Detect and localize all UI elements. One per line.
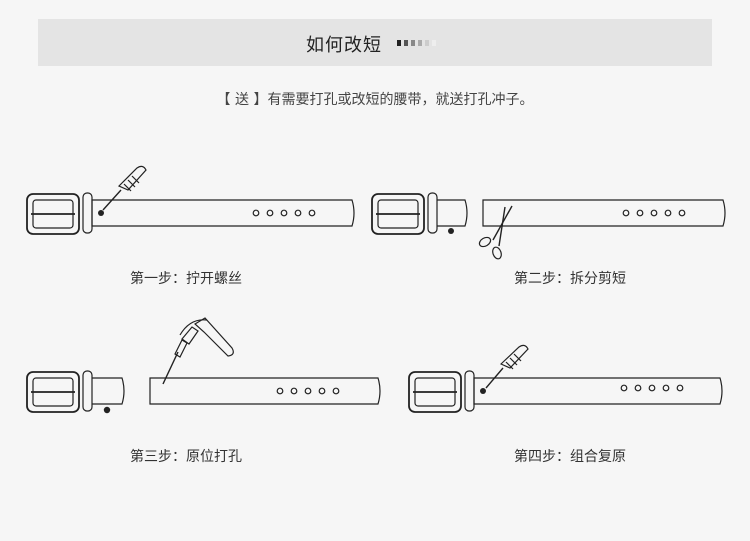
belt-strap [149,377,381,405]
belt-screw [103,406,111,414]
step4-label: 第四步：组合复原 [514,449,626,465]
belt-holes [622,209,686,217]
step1-label: 第一步：拧开螺丝 [130,271,242,287]
dot-4 [418,40,422,46]
decorative-dots [397,40,439,46]
belt-strap [91,199,355,227]
step2-diagram [371,192,726,260]
belt-buckle [408,370,475,413]
belt-screw [98,210,104,216]
page-title: 如何改短 [306,35,382,56]
belt-strap [473,377,723,405]
step3-diagram [26,317,381,414]
dot-2 [404,40,408,46]
belt-screw [448,228,454,234]
step4-diagram [408,344,723,413]
dot-6 [432,40,436,46]
hammer-icon [179,317,234,357]
belt-holes [620,384,684,392]
scissors-icon [478,205,513,260]
belt-holes [252,209,316,217]
dot-1 [397,40,401,46]
dot-3 [411,40,415,46]
header-banner [38,19,712,66]
belt-buckle [26,192,93,235]
step1-diagram [26,165,355,235]
gift-note: 【 送 】有需要打孔或改短的腰带，就送打孔冲子。 [216,92,534,108]
screwdriver-icon [485,344,529,389]
step3-label: 第三步：原位打孔 [130,449,242,465]
belt-buckle [26,370,125,413]
dot-5 [425,40,429,46]
belt-buckle [371,192,468,235]
step2-label: 第二步：拆分剪短 [514,271,626,287]
screwdriver-icon [102,165,147,211]
belt-strap [482,199,726,227]
belt-holes [276,387,340,395]
belt-screw [480,388,486,394]
